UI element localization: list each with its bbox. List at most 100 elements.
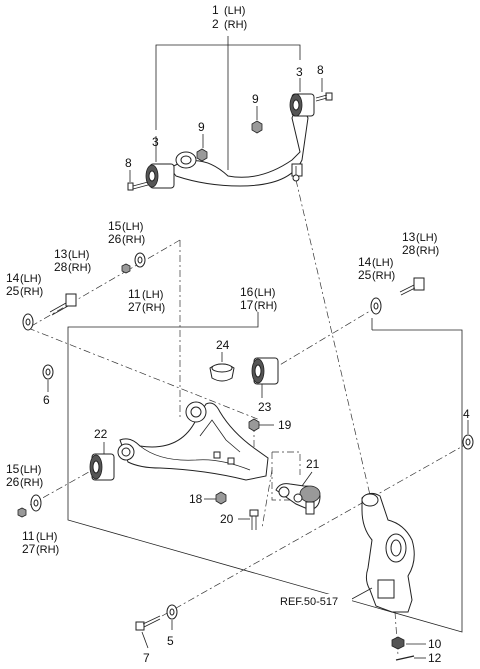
callout-28-left-side: (RH)	[68, 262, 91, 274]
centerline-balljoint-upper	[295, 179, 371, 496]
lower-control-arm	[117, 401, 269, 481]
washer-6	[42, 364, 54, 380]
callout-25-left-num: 25	[6, 284, 20, 298]
callout-3-right: 3	[296, 65, 303, 79]
callout-27-left-side: (RH)	[36, 544, 59, 556]
washer-5	[166, 604, 178, 620]
callout-26-top-side: (RH)	[122, 234, 145, 246]
callout-1-num: 1	[212, 3, 219, 17]
lower-arm-frame	[67, 312, 463, 633]
callout-15-26-top: 15 (LH) 26 (RH)	[108, 219, 145, 246]
callout-14-right-side: (LH)	[372, 257, 393, 269]
washer-11-top	[134, 252, 146, 268]
callout-16-side: (LH)	[254, 287, 275, 299]
callout-2-num: 2	[212, 17, 219, 31]
washer-15-left	[17, 507, 27, 518]
callout-25-right-num: 25	[358, 268, 372, 282]
callout-11-top-num: 11	[128, 287, 141, 301]
callout-14-right-num: 14	[358, 255, 372, 269]
callout-28-left-num: 28	[54, 260, 68, 274]
ref-label-bg	[278, 594, 352, 608]
callout-14-left-num: 14	[6, 271, 20, 285]
centerline-bushing-right	[267, 304, 381, 373]
upper-control-arm	[169, 107, 309, 187]
callout-8-right: 8	[317, 63, 324, 77]
callout-28-right-num: 28	[402, 243, 416, 257]
callout-15-left-side: (LH)	[20, 464, 41, 476]
callout-13-28-right: 13 (LH) 28 (RH)	[402, 230, 439, 257]
callout-10: 10	[428, 637, 442, 651]
nut-19	[248, 418, 260, 432]
callout-1-side: (LH)	[224, 5, 245, 17]
lower-bushing-front	[89, 453, 115, 481]
callout-26-left-side: (RH)	[20, 477, 43, 489]
callout-16-17: 16 (LH) 17 (RH)	[240, 285, 277, 312]
bump-stopper	[209, 363, 235, 382]
callout-4: 4	[463, 407, 470, 421]
callout-11-left-num: 11	[22, 529, 35, 543]
nut-10	[391, 636, 405, 650]
callout-22: 22	[94, 427, 108, 441]
ref-label[interactable]: REF.50-517	[280, 596, 338, 608]
upper-bolt-right	[315, 92, 333, 102]
callout-11-left-side: (LH)	[36, 531, 57, 543]
washer-14-left	[22, 313, 34, 331]
callout-12: 12	[428, 651, 442, 665]
leader-7	[141, 631, 149, 649]
upper-arm-bushing-right	[289, 93, 315, 117]
bolt-20	[249, 509, 259, 530]
upper-arm-bushing-left	[145, 163, 175, 189]
callout-24: 24	[216, 338, 230, 352]
washer-14-right	[370, 297, 382, 315]
callout-15-top-side: (LH)	[122, 221, 143, 233]
upper-nut-left	[196, 148, 208, 162]
callout-18: 18	[189, 492, 203, 506]
callout-13-left-side: (LH)	[68, 249, 89, 261]
callout-27-top-num: 27	[128, 300, 142, 314]
callout-3-left: 3	[152, 135, 159, 149]
callout-26-top-num: 26	[108, 232, 122, 246]
centerline-lower-bush	[29, 467, 97, 506]
lower-bushing-rear	[251, 357, 279, 385]
callout-27-top-side: (RH)	[142, 302, 165, 314]
callout-2: 2 (RH)	[212, 17, 247, 31]
upper-bolt-left	[127, 181, 149, 191]
callout-2-side: (RH)	[224, 19, 247, 31]
callout-11-top-side: (LH)	[142, 289, 163, 301]
callout-27-left-num: 27	[22, 542, 36, 556]
callout-14-left-side: (LH)	[20, 273, 41, 285]
steering-knuckle	[361, 492, 415, 613]
callout-13-left-num: 13	[54, 247, 68, 261]
callout-13-right-num: 13	[402, 230, 416, 244]
callout-6: 6	[43, 393, 50, 407]
upper-ball-joint-stud	[292, 166, 300, 182]
callout-8-left: 8	[125, 156, 132, 170]
lower-ball-joint	[275, 483, 321, 515]
callout-25-right-side: (RH)	[372, 270, 395, 282]
callout-14-25-left: 14 (LH) 25 (RH)	[6, 271, 43, 298]
callout-17-side: (RH)	[254, 300, 277, 312]
callout-15-left-num: 15	[6, 462, 20, 476]
callout-11-27-left: 11 (LH) 27 (RH)	[22, 529, 59, 556]
callout-21: 21	[306, 457, 320, 471]
pin-12	[395, 655, 415, 661]
callout-23: 23	[258, 400, 272, 414]
nut-4	[462, 434, 474, 450]
callout-25-left-side: (RH)	[20, 286, 43, 298]
callout-7: 7	[143, 651, 150, 665]
callout-28-right-side: (RH)	[416, 245, 439, 257]
bolt-7	[135, 615, 161, 631]
nut-15-top	[121, 263, 131, 274]
callout-26-left-num: 26	[6, 475, 20, 489]
callout-9-right: 9	[252, 92, 259, 106]
leader-21	[301, 471, 313, 487]
callout-20: 20	[220, 512, 234, 526]
callout-19: 19	[278, 418, 292, 432]
callout-17-num: 17	[240, 298, 254, 312]
callout-1: 1 (LH)	[212, 3, 245, 17]
callout-15-top-num: 15	[108, 219, 122, 233]
bolt-13-right	[399, 277, 425, 296]
nut-18	[215, 491, 227, 505]
callout-13-28-left: 13 (LH) 28 (RH)	[54, 247, 91, 274]
